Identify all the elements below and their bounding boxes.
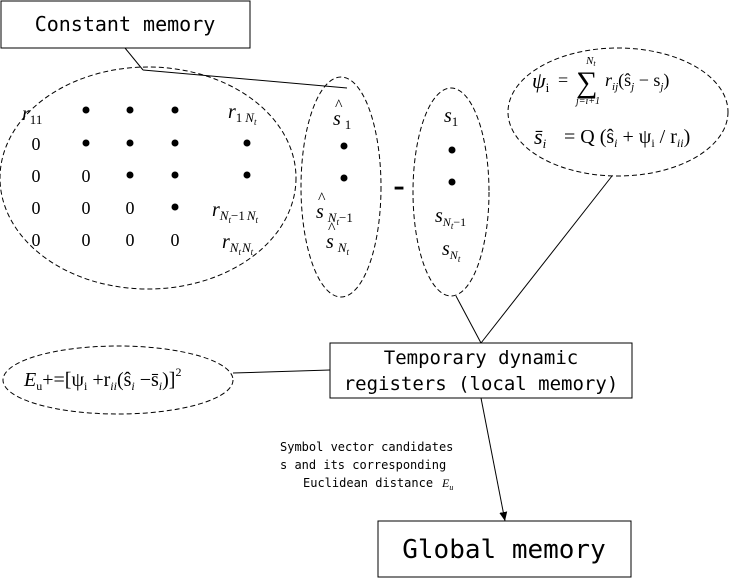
connector-s-vector (455, 295, 482, 344)
matrix-dot (243, 171, 251, 179)
s-1: s1 (444, 105, 458, 129)
matrix-zero: 0 (126, 198, 135, 218)
connector-shat (142, 69, 348, 89)
psi-eq: = (558, 70, 568, 90)
matrix-dot (171, 203, 179, 211)
s-vector-ellipse (412, 87, 490, 297)
psi-rhs: rij(ŝj − sj) (605, 70, 669, 93)
arrow-label-line3: Euclidean distance (303, 476, 433, 490)
shat-Nt-hat: ^ (328, 220, 336, 237)
temporary-registers-box: Temporary dynamic registers (local memor… (329, 342, 633, 399)
shat-1-hat: ^ (335, 97, 343, 114)
arrow-label-symbol: Eu (441, 476, 453, 492)
arrow-label: Symbol vector candidates s and its corre… (280, 440, 453, 492)
psi-lhs: ψi (532, 68, 550, 95)
matrix-zero: 0 (82, 198, 91, 218)
minus-sign: - (393, 167, 404, 204)
matrix-dot (126, 139, 134, 147)
sbar-lhs: s̄i (534, 124, 547, 151)
arrow-label-line1: Symbol vector candidates (280, 440, 453, 454)
matrix-zero: 0 (126, 230, 135, 250)
energy-update: Eu+=[ψi +rii(ŝi −s̄i)]2 (23, 365, 181, 393)
matrix-zero: 0 (32, 166, 41, 186)
matrix-dot (126, 171, 134, 179)
matrix-dot (82, 106, 90, 114)
global-memory-label: Global memory (402, 535, 606, 565)
connector-formula (480, 175, 613, 344)
constant-memory-label: Constant memory (35, 12, 216, 36)
matrix-zero: 0 (171, 230, 180, 250)
matrix-dot (171, 106, 179, 114)
connector-matrix (124, 47, 144, 71)
energy-formula: Eu+=[ψi +rii(ŝi −s̄i)]2 (23, 365, 181, 393)
sbar-rhs: = Q (ŝi + ψi / rii) (564, 126, 690, 150)
matrix-zero: 0 (32, 230, 41, 250)
matrix-dot (243, 139, 251, 147)
s-dot (448, 146, 456, 154)
arrow-to-global-memory (480, 397, 508, 522)
matrix-zero: 0 (32, 134, 41, 154)
global-memory-box: Global memory (377, 520, 632, 578)
matrix-dot (126, 106, 134, 114)
sbar-formula: s̄i = Q (ŝi + ψi / rii) (534, 124, 690, 151)
matrix-ellipse (0, 66, 297, 290)
sum-top: Nt (585, 55, 596, 68)
s-Nt: sNt (442, 238, 461, 264)
matrix-dot (82, 139, 90, 147)
connector-energy (232, 369, 331, 374)
psi-formula: ψi = ∑ Nt j=i+1 rij(ŝj − sj) (532, 55, 669, 107)
matrix-r11: r11 (22, 103, 42, 127)
energy-ellipse (2, 345, 234, 415)
sum-sign: ∑ (576, 66, 597, 99)
matrix-zero: 0 (82, 230, 91, 250)
temporary-registers-label-line2: registers (local memory) (344, 373, 619, 395)
shat-vector-ellipse (300, 76, 382, 298)
s-dot (448, 178, 456, 186)
matrix-dot (171, 171, 179, 179)
s-vector: s1 sNt−1 sNt (435, 105, 466, 264)
matrix-rNtNt: rNtNt (222, 231, 254, 257)
sum-bottom: j=i+1 (574, 96, 600, 107)
arrow-label-line2: s and its corresponding (280, 458, 446, 472)
matrix-zero: 0 (82, 166, 91, 186)
shat-Nt-1-hat: ^ (318, 190, 326, 207)
temporary-registers-label-line1: Temporary dynamic (384, 347, 578, 369)
s-Nt-1: sNt−1 (435, 205, 466, 231)
shat-dot (340, 174, 348, 182)
formula-ellipse (507, 47, 729, 177)
constant-memory-box: Constant memory (0, 0, 251, 49)
matrix-zero: 0 (32, 198, 41, 218)
matrix-dot (171, 139, 179, 147)
shat-dot (340, 142, 348, 150)
